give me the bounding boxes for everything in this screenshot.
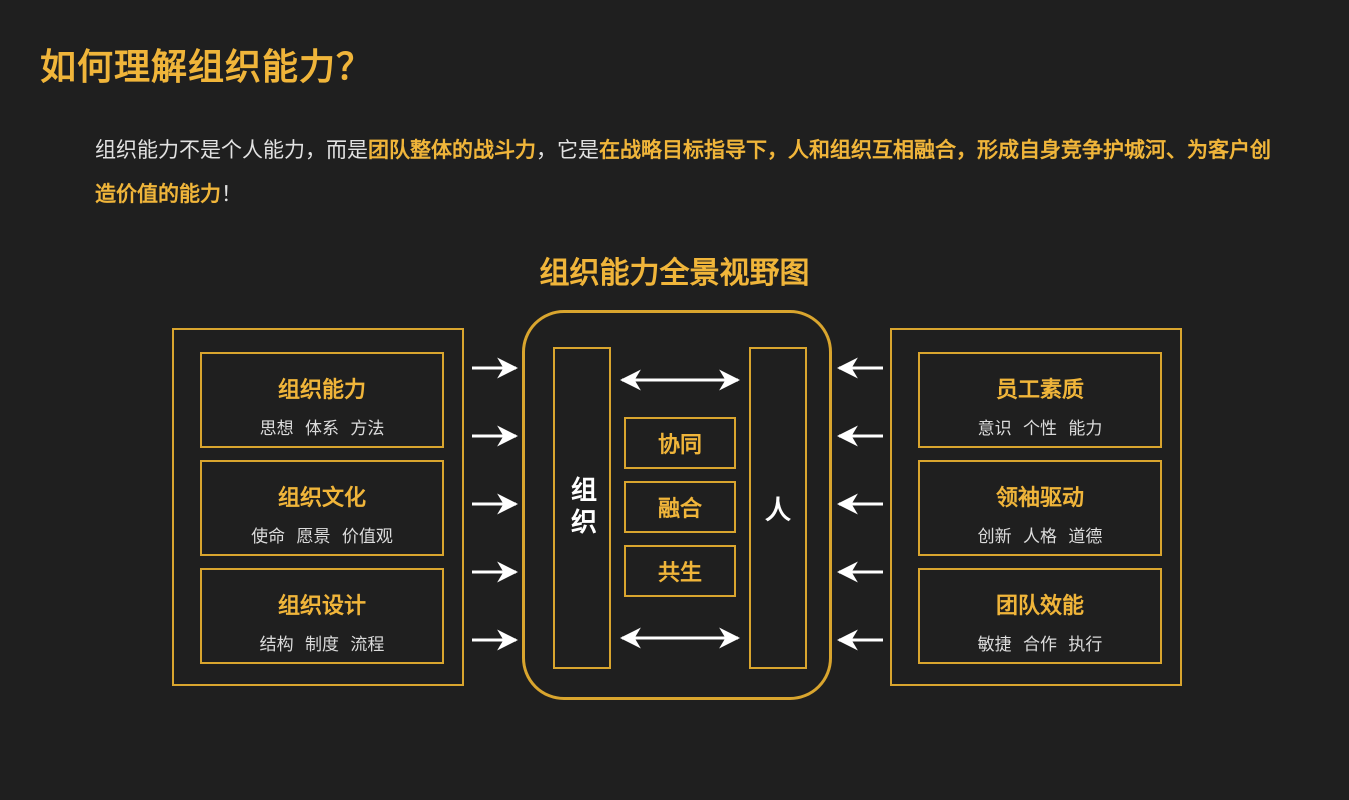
right-card-employee-quality: 员工素质 意识 个性 能力 [918,352,1162,448]
mid-box-integration: 融合 [624,481,736,533]
card-title: 员工素质 [995,378,1084,403]
mid-box-collaboration: 协同 [624,417,736,469]
card-title: 团队效能 [995,594,1084,619]
diagram-title: 组织能力全景视野图 [539,256,810,291]
card-title: 组织设计 [277,594,366,619]
right-panel: 员工素质 意识 个性 能力 领袖驱动 创新 人格 道德 团队效能 敏捷 合作 执… [890,328,1182,686]
card-subtitle: 创新 人格 道德 [977,527,1103,547]
center-frame: 组织 人 协同 融合 共生 [522,310,832,700]
right-arrows [836,357,883,651]
intro-text-2: ，它是 [536,138,599,162]
org-pillar-label: 组织 [566,476,597,540]
card-subtitle: 结构 制度 流程 [259,635,385,655]
left-arrows [472,357,519,651]
card-title: 领袖驱动 [995,486,1084,511]
card-title: 组织文化 [277,486,366,511]
card-subtitle: 意识 个性 能力 [977,419,1103,439]
page-title: 如何理解组织能力？ [40,47,374,88]
left-card-org-culture: 组织文化 使命 愿景 价值观 [200,460,444,556]
intro-text-3: ！ [221,182,242,206]
left-card-org-capability: 组织能力 思想 体系 方法 [200,352,444,448]
people-pillar: 人 [749,347,807,669]
intro-text-1: 组织能力不是个人能力，而是 [95,138,368,162]
card-subtitle: 思想 体系 方法 [259,419,385,439]
card-subtitle: 敏捷 合作 执行 [977,635,1103,655]
right-card-team-efficiency: 团队效能 敏捷 合作 执行 [918,568,1162,664]
right-card-leader-drive: 领袖驱动 创新 人格 道德 [918,460,1162,556]
mid-box-symbiosis: 共生 [624,545,736,597]
org-pillar: 组织 [553,347,611,669]
left-card-org-design: 组织设计 结构 制度 流程 [200,568,444,664]
intro-highlight-2: 在战略目标指导下，人和组织互相融合，形成自身竞争护城河、为客户创造价值的能力 [95,138,1271,206]
card-subtitle: 使命 愿景 价值观 [251,527,393,547]
people-pillar-label: 人 [764,495,791,526]
intro-paragraph: 组织能力不是个人能力，而是团队整体的战斗力，它是在战略目标指导下，人和组织互相融… [95,128,1275,216]
card-title: 组织能力 [277,378,366,403]
left-panel: 组织能力 思想 体系 方法 组织文化 使命 愿景 价值观 组织设计 结构 制度 … [172,328,464,686]
intro-highlight-1: 团队整体的战斗力 [368,138,536,162]
